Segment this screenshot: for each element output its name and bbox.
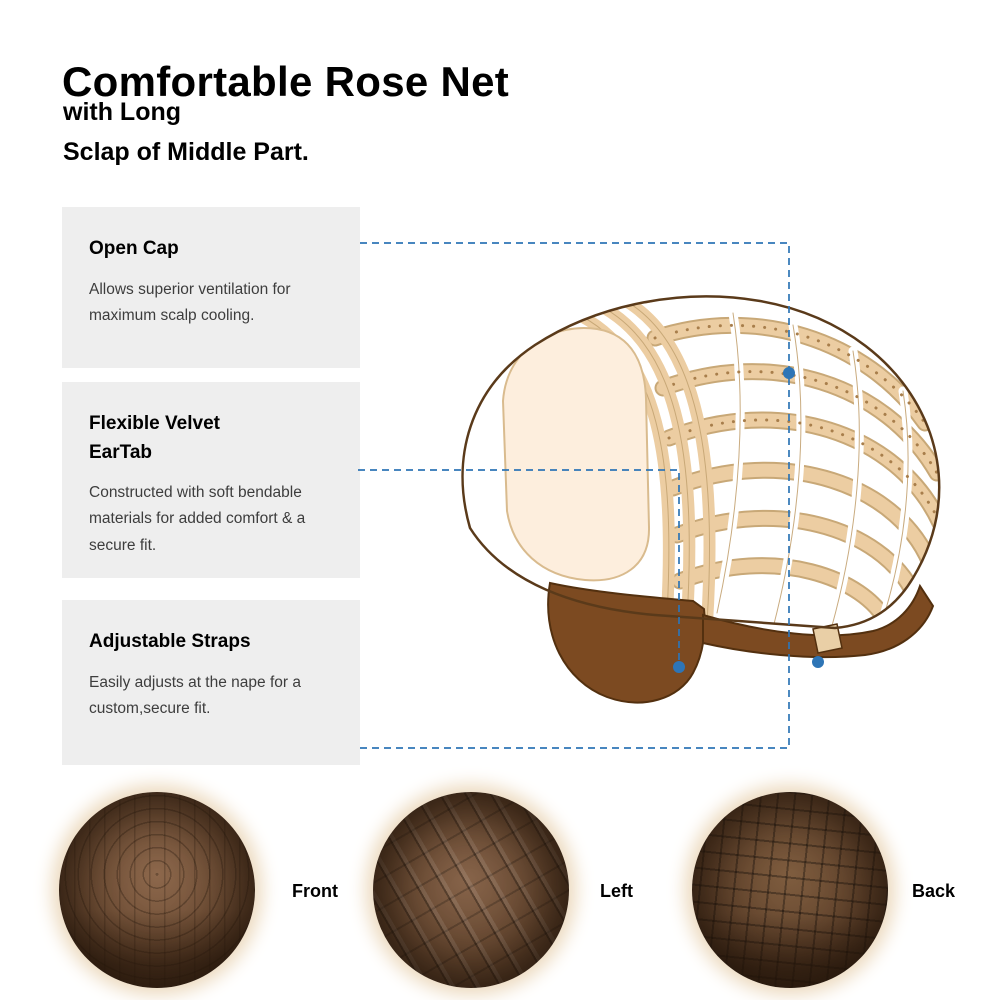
ear-tab bbox=[547, 581, 706, 704]
page-title: Comfortable Rose Net bbox=[62, 58, 510, 106]
subtitle-line-1: with Long bbox=[63, 98, 182, 126]
feature-title-line-2: EarTab bbox=[89, 441, 153, 463]
feature-adjustable-straps: Adjustable Straps Easily adjusts at the … bbox=[62, 600, 360, 765]
view-label-front: Front bbox=[292, 881, 338, 901]
subtitle-line-2: Sclap of Middle Part. bbox=[63, 138, 309, 166]
feature-velvet-eartab-description: Constructed with soft bendable materials… bbox=[89, 484, 306, 554]
photo-front-view bbox=[59, 792, 255, 988]
photo-back-view bbox=[692, 792, 888, 988]
feature-open-cap: Open Cap Allows superior ventilation for… bbox=[62, 207, 360, 368]
page-subtitle: with Long Sclap of Middle Part. bbox=[63, 92, 309, 172]
front-scalp-patch bbox=[501, 327, 651, 582]
photo-left-view bbox=[373, 792, 569, 988]
feature-adjustable-straps-title: Adjustable Straps bbox=[89, 628, 338, 657]
view-label-back: Back bbox=[912, 881, 956, 901]
feature-velvet-eartab: Flexible Velvet EarTab Constructed with … bbox=[62, 382, 360, 578]
feature-open-cap-description: Allows superior ventilation for maximum … bbox=[89, 280, 291, 324]
feature-open-cap-title: Open Cap bbox=[89, 235, 338, 264]
feature-adjustable-straps-description: Easily adjusts at the nape for a custom,… bbox=[89, 673, 301, 717]
feature-title-line-1: Open Cap bbox=[89, 238, 179, 259]
wig-cap-illustration bbox=[461, 295, 941, 704]
view-label-left: Left bbox=[600, 881, 633, 901]
feature-title-line-1: Flexible Velvet bbox=[89, 413, 220, 434]
strap-adjuster bbox=[812, 623, 843, 654]
feature-title-line-1: Adjustable Straps bbox=[89, 631, 251, 652]
feature-velvet-eartab-title: Flexible Velvet EarTab bbox=[89, 410, 338, 467]
